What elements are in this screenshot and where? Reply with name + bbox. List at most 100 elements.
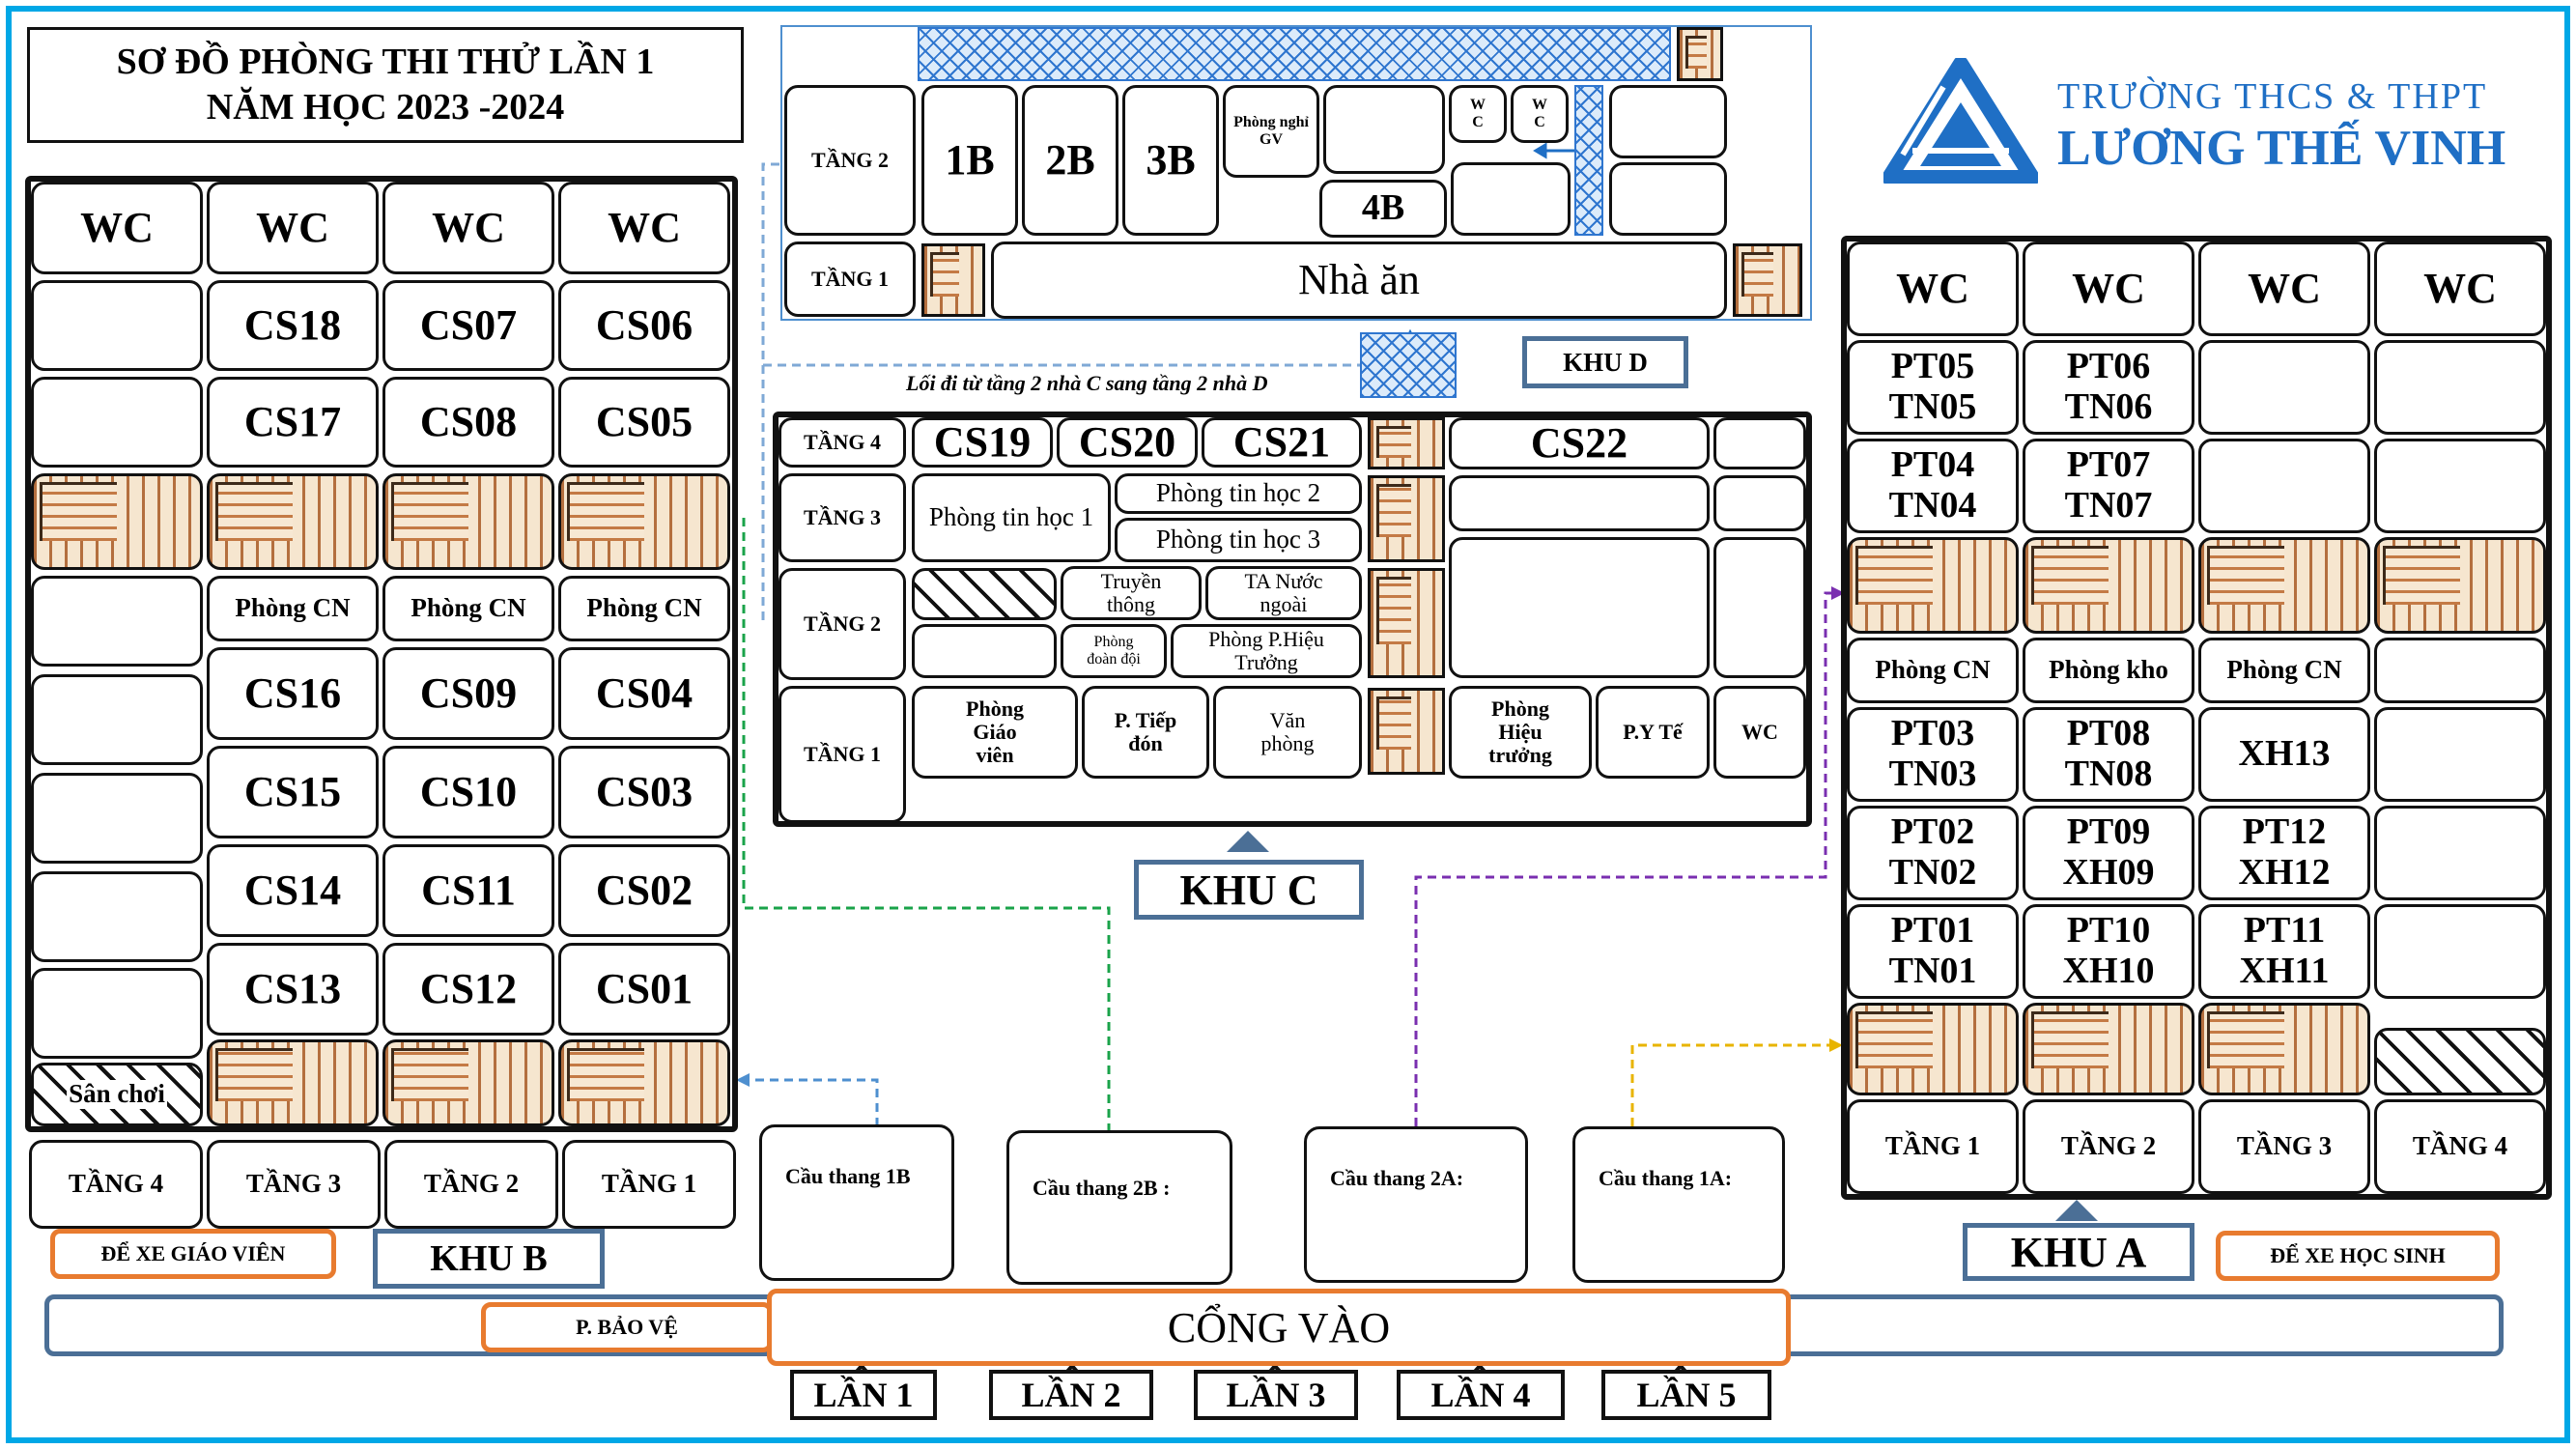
khu-a-floor-2: TẦNG 2 <box>2023 1099 2194 1194</box>
khu-b-empty-room <box>31 674 203 765</box>
khu-a-floor-1: TẦNG 1 <box>1847 1099 2019 1194</box>
khu-a-staircase <box>2198 537 2370 634</box>
room-code: XH09 <box>2062 852 2155 893</box>
room-code: PT05 <box>1890 346 1975 387</box>
nha-an-label: Nhà ăn <box>1298 255 1420 303</box>
khu-b-staircase <box>207 473 379 570</box>
room-cs18: CS18 <box>207 280 379 371</box>
room-truyen-thong: Truyền thông <box>1061 566 1202 620</box>
khu-a-empty-room <box>2374 439 2546 533</box>
khu-d-staircase <box>1733 243 1802 317</box>
khu-c-empty-room <box>912 624 1057 678</box>
khu-c-floor-4: TẦNG 4 <box>778 417 906 468</box>
khu-d-wc-1: W C <box>1449 85 1507 143</box>
khu-b-wc-3: WC <box>382 182 554 274</box>
room-code: TN02 <box>1888 852 1977 893</box>
khu-a-arrow <box>2055 1200 2098 1221</box>
khu-d-tang2: TẦNG 2 <box>784 85 916 236</box>
khu-c-hatched-area <box>912 568 1057 620</box>
room-cs15: CS15 <box>207 746 379 838</box>
khu-a-staircase <box>2023 537 2194 634</box>
room-code: PT07 <box>2066 444 2151 486</box>
khu-b-staircase <box>207 1039 379 1126</box>
khu-d-tang1: TẦNG 1 <box>784 242 916 317</box>
lane-4: LẦN 4 <box>1397 1370 1565 1420</box>
room-cs12: CS12 <box>382 943 554 1036</box>
room-cs11: CS11 <box>382 844 554 937</box>
khu-c-staircase <box>1368 688 1445 775</box>
title-line2: NĂM HỌC 2023 -2024 <box>206 87 565 128</box>
room-1b: 1B <box>921 85 1018 236</box>
room-xh13: XH13 <box>2198 707 2370 802</box>
room-code: TN08 <box>2064 753 2153 794</box>
room-code: TN05 <box>1888 386 1977 427</box>
khu-a-empty-room <box>2198 340 2370 435</box>
khu-c-staircase <box>1368 475 1445 562</box>
route-purple <box>1414 591 1837 1126</box>
khu-b-phong-cn: Phòng CN <box>558 576 730 641</box>
khu-d-empty-room <box>1609 162 1727 236</box>
room-3b: 3B <box>1122 85 1219 236</box>
room-cs09: CS09 <box>382 647 554 740</box>
room-code: TN01 <box>1888 951 1977 991</box>
room-p-hieu-truong: Phòng P.Hiệu Trưởng <box>1171 624 1362 678</box>
khu-b-phong-cn: Phòng CN <box>382 576 554 641</box>
room-tin-hoc-1: Phòng tin học 1 <box>912 473 1111 562</box>
khu-b-phong-cn: Phòng CN <box>207 576 379 641</box>
lane-2: LẦN 2 <box>989 1370 1153 1420</box>
room-code: PT09 <box>2066 811 2151 853</box>
khu-b-empty-room <box>31 871 203 962</box>
title-box: SƠ ĐỒ PHÒNG THI THỬ LẦN 1 NĂM HỌC 2023 -… <box>27 27 744 143</box>
khu-a-empty-room <box>2374 904 2546 999</box>
khu-d-label: KHU D <box>1522 336 1688 388</box>
khu-d-staircase-top <box>1677 27 1723 81</box>
khu-d-empty-room <box>1451 162 1571 236</box>
khu-a-wc-1: WC <box>1847 242 2019 336</box>
main-gate-label: CỔNG VÀO <box>1167 1303 1391 1351</box>
khu-b-empty-room <box>31 280 203 371</box>
khu-b-staircase <box>558 1039 730 1126</box>
room-cs22: CS22 <box>1449 417 1710 469</box>
khu-b-label: KHU B <box>373 1229 605 1289</box>
room-cs20: CS20 <box>1057 417 1198 468</box>
security-room: P. BẢO VỆ <box>481 1302 773 1352</box>
route-yellow <box>1630 1043 1835 1126</box>
parking-student: ĐỂ XE HỌC SINH <box>2216 1231 2500 1281</box>
passage-note: Lối đi từ tầng 2 nhà C sang tầng 2 nhà D <box>906 371 1268 395</box>
room-cs14: CS14 <box>207 844 379 937</box>
triangle-logo-icon <box>1883 58 2038 184</box>
room-phong-nghi-gv: Phòng nghỉ GV <box>1223 85 1319 178</box>
route-yellow-arrow <box>1829 1038 1843 1052</box>
stair-2a: Cầu thang 2A: <box>1304 1126 1528 1283</box>
room-4b: 4B <box>1319 180 1447 238</box>
lane-1: LẦN 1 <box>790 1370 937 1420</box>
khu-b-empty-room <box>31 576 203 667</box>
khu-b-floor-1: TẦNG 1 <box>562 1140 736 1229</box>
route-blue <box>744 1078 879 1126</box>
khu-a-phong-cn: Phòng CN <box>2198 638 2370 703</box>
room-code: PT11 <box>2243 910 2326 952</box>
khu-c-staircase <box>1368 417 1445 469</box>
room-cs03: CS03 <box>558 746 730 838</box>
room-cs16: CS16 <box>207 647 379 740</box>
khu-c-floor-2: TẦNG 2 <box>778 568 906 680</box>
room-y-te: P.Y Tế <box>1596 686 1710 779</box>
khu-a-staircase <box>1847 537 2019 634</box>
khu-d-roof-corridor <box>918 27 1671 81</box>
khu-a-empty-room <box>2374 340 2546 435</box>
khu-d-wc-2: W C <box>1511 85 1569 143</box>
khu-a-staircase <box>2198 1003 2370 1095</box>
khu-b-empty-room <box>31 773 203 864</box>
room-cs02: CS02 <box>558 844 730 937</box>
khu-a-wc-3: WC <box>2198 242 2370 336</box>
school-name-line2: LƯƠNG THẾ VINH <box>2057 121 2506 176</box>
khu-d-corridor <box>1574 85 1603 236</box>
room-code: PT12 <box>2242 811 2327 853</box>
